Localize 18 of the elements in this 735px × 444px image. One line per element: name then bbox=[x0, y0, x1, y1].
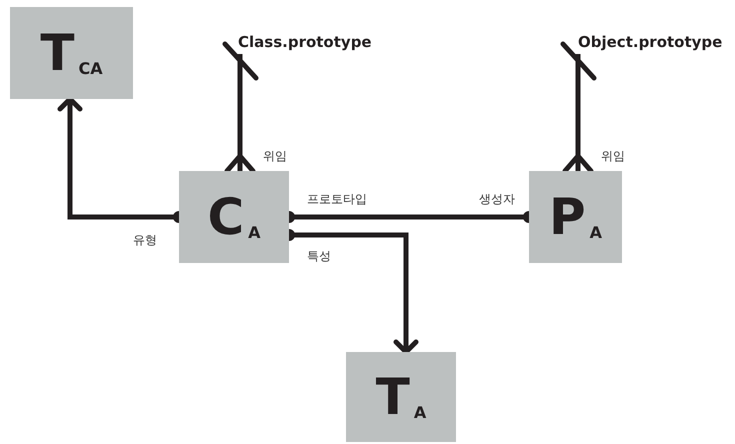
object-box bbox=[529, 171, 622, 263]
object-box bbox=[346, 352, 456, 442]
object-name: C$_{A}$ bbox=[207, 192, 261, 242]
edge-end-label: 생성자 bbox=[478, 191, 516, 207]
edge-label: 특성 bbox=[306, 248, 332, 264]
object-name: P$_{A}$ bbox=[548, 192, 602, 242]
connector bbox=[222, 42, 258, 174]
object-name: T$_{A}$ bbox=[376, 372, 426, 422]
edge-label: 위임 bbox=[600, 148, 626, 164]
object-name: T$_{CA}$ bbox=[40, 28, 103, 78]
prototype-name: Class.prototype bbox=[238, 30, 372, 54]
prototype-name: Object.prototype bbox=[578, 30, 722, 54]
edge-label: 위임 bbox=[262, 148, 288, 164]
object-box bbox=[10, 7, 133, 99]
object-box bbox=[179, 171, 289, 263]
edge-label: 유형 bbox=[132, 232, 158, 248]
edge-label: 프로토타입 bbox=[306, 191, 368, 207]
connector bbox=[560, 42, 596, 174]
